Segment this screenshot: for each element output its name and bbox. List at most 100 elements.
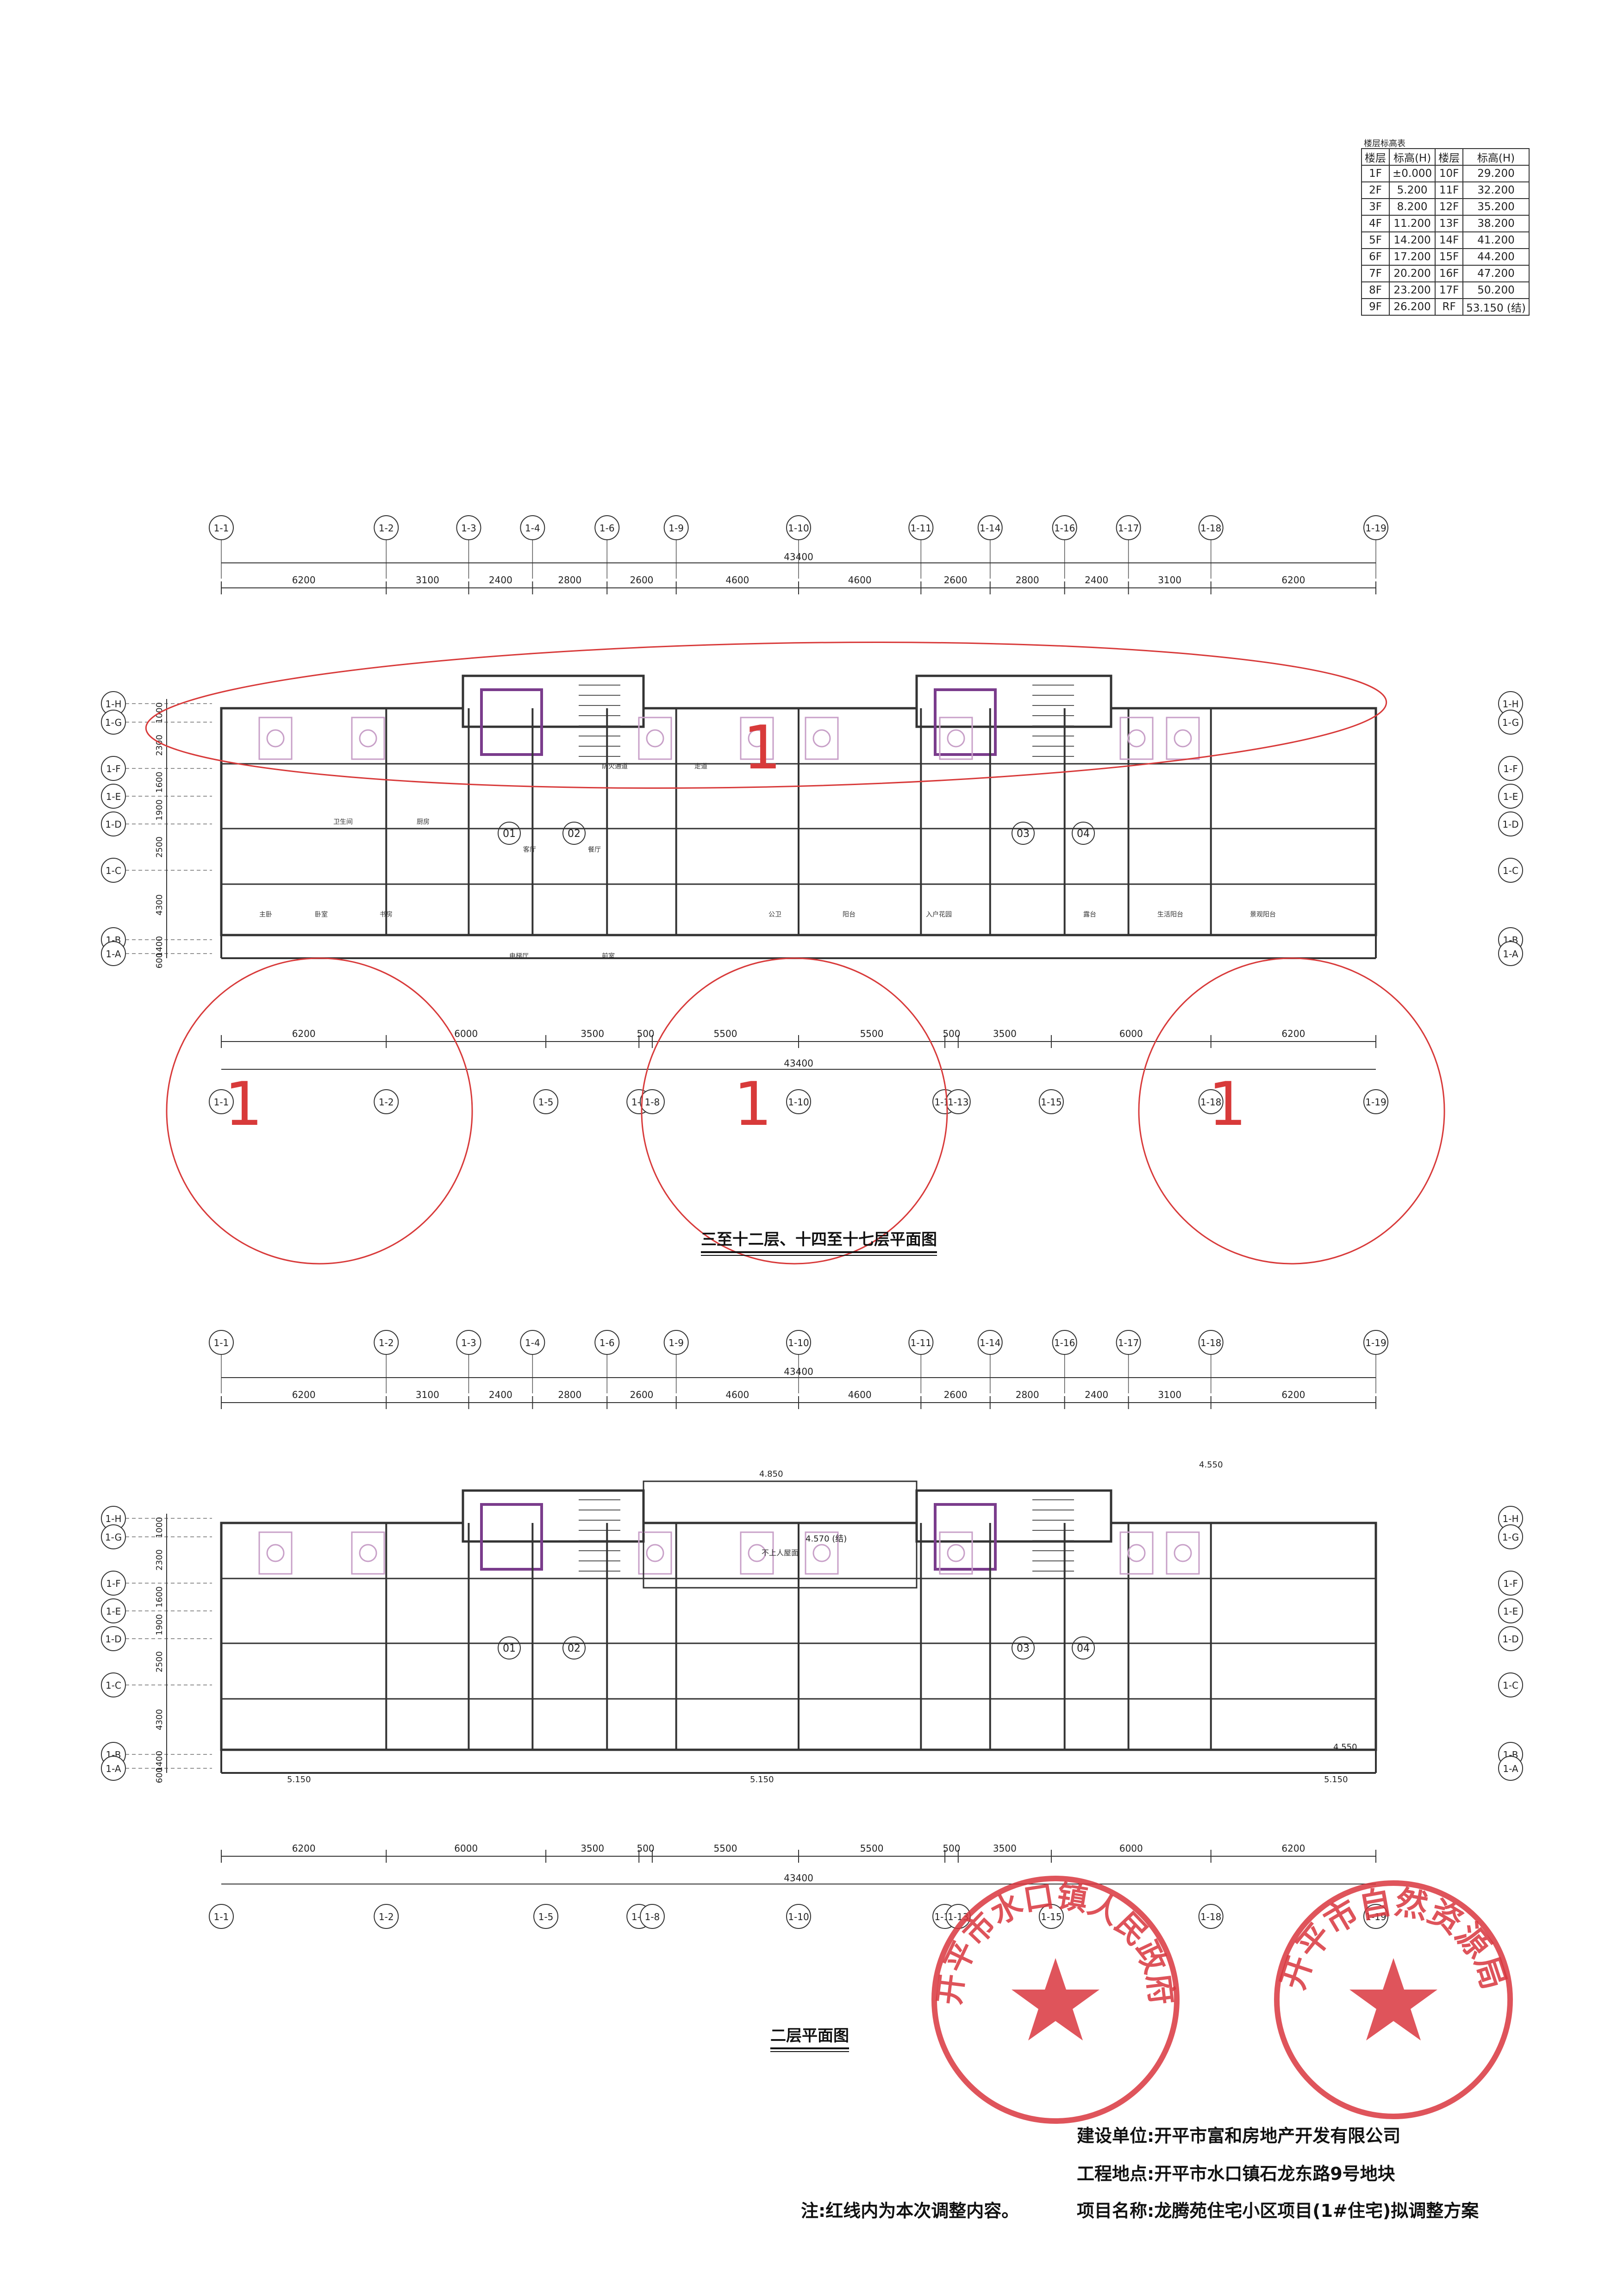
dimension-value: 5500: [860, 1028, 884, 1039]
axis-bubble: [1198, 515, 1224, 540]
table-cell: 8F: [1361, 281, 1390, 299]
room-label: 生活阳台: [1157, 911, 1183, 918]
toilet-icon: [748, 729, 766, 748]
axis-label: 1-2: [379, 523, 394, 534]
dimension-value: 4600: [848, 574, 872, 586]
table-cell: 47.200: [1462, 265, 1530, 282]
unit-label: 04: [1077, 1643, 1090, 1654]
unit-marker: [562, 1636, 586, 1660]
unit-marker: [562, 822, 586, 845]
dimension-value: 500: [943, 1028, 960, 1039]
axis-bubble: [594, 1330, 620, 1355]
bathroom-fixture: [638, 717, 672, 760]
axis-bubble: [908, 515, 934, 540]
dimension-value: 4600: [725, 574, 749, 586]
total-dimension: 43400: [784, 1872, 813, 1884]
elevator-shaft: [934, 1503, 997, 1571]
axis-bubble: [1363, 515, 1388, 540]
dimension-value: 6000: [454, 1028, 478, 1039]
dimension-value: 3500: [581, 1843, 604, 1854]
axis-label: 1-A: [106, 948, 121, 960]
axis-label: 1-14: [980, 523, 1000, 534]
room-label: 前室: [602, 952, 615, 960]
axis-bubble: [533, 1089, 559, 1114]
axis-bubble: [786, 1089, 811, 1114]
axis-label: 1-18: [1200, 1911, 1221, 1922]
side-dimension: 4300: [155, 894, 164, 916]
axis-bubble: [1363, 1904, 1388, 1929]
level-mark: 4.550: [1333, 1742, 1357, 1752]
toilet-icon: [1127, 729, 1146, 748]
axis-label: 1-19: [1365, 1911, 1386, 1922]
stair-core: [915, 674, 1112, 728]
table-cell: 44.200: [1462, 248, 1530, 266]
axis-label: 1-5: [538, 1097, 554, 1108]
table-cell: 17F: [1435, 281, 1464, 299]
bathroom-fixture: [740, 717, 774, 760]
table-cell: 13F: [1435, 215, 1464, 232]
axis-label: 1-2: [379, 1337, 394, 1348]
toilet-icon: [812, 1544, 831, 1562]
axis-label: 1-8: [645, 1911, 660, 1922]
dimension-value: 6000: [454, 1843, 478, 1854]
axis-label: 1-17: [1118, 1337, 1139, 1348]
room-label: 电梯厅: [509, 953, 529, 960]
axis-bubble: [1498, 941, 1523, 966]
level-mark: 5.150: [1324, 1775, 1348, 1784]
dimension-value: 6200: [292, 1389, 316, 1400]
room-label: 走道: [694, 763, 707, 770]
axis-label: 1-E: [106, 1606, 121, 1617]
side-dimension: 600: [155, 1767, 164, 1783]
axis-label: 1-1: [214, 1337, 229, 1348]
axis-bubble: [374, 1904, 399, 1929]
dimension-value: 4600: [725, 1389, 749, 1400]
axis-label: 1-G: [1502, 1532, 1519, 1543]
bathroom-fixture: [351, 1531, 385, 1575]
side-dimension: 1900: [155, 799, 164, 821]
dimension-value: 2400: [1085, 574, 1108, 586]
axis-label: 1-D: [105, 819, 121, 830]
axis-label: 1-F: [1503, 1578, 1518, 1589]
bathroom-fixture: [805, 717, 839, 760]
axis-bubble: [1038, 1904, 1064, 1929]
seal-natural-resources-bureau: 开平市自然资源局: [1273, 1880, 1514, 2119]
axis-label: 1-H: [1503, 699, 1519, 710]
unit-label: 01: [503, 1643, 516, 1654]
dimension-value: 2600: [944, 1389, 968, 1400]
dimension-value: 5500: [860, 1843, 884, 1854]
revision-number: 1: [225, 1069, 263, 1139]
bathroom-fixture: [1119, 717, 1154, 760]
plan-caption-typical: 三至十二层、十四至十七层平面图: [701, 1227, 937, 1256]
axis-label: 1-F: [106, 763, 120, 774]
table-cell: 15F: [1435, 248, 1464, 266]
toilet-icon: [646, 729, 664, 748]
axis-bubble: [1498, 1571, 1523, 1596]
axis-label: 1-E: [1503, 791, 1518, 802]
dimension-value: 3100: [416, 1389, 439, 1400]
developer-name: 开平市富和房地产开发有限公司: [1154, 2126, 1401, 2146]
developer-line: 建设单位:开平市富和房地产开发有限公司: [1077, 2121, 1400, 2147]
axis-label: 1-1: [214, 1097, 229, 1108]
table-cell: RF: [1435, 298, 1464, 316]
axis-label: 1-19: [1365, 523, 1386, 534]
axis-bubble: [209, 1089, 234, 1114]
table-header: 楼层: [1435, 148, 1464, 166]
dimension-value: 500: [637, 1843, 654, 1854]
axis-label: 1-18: [1200, 1337, 1221, 1348]
dimension-value: 6200: [292, 574, 316, 586]
dimension-value: 2800: [1016, 574, 1039, 586]
axis-bubble: [1498, 756, 1523, 781]
dimension-value: 2800: [558, 574, 581, 586]
side-dimension: 1400: [155, 936, 164, 957]
side-dimension: 1600: [155, 1586, 164, 1608]
dimension-value: 6200: [292, 1028, 316, 1039]
axis-bubble: [1498, 858, 1523, 883]
axis-label: 1-8: [645, 1097, 660, 1108]
toilet-icon: [1127, 1544, 1146, 1562]
table-header: 标高(H): [1462, 148, 1530, 166]
room-label: 餐厅: [588, 846, 601, 854]
bathroom-fixture: [638, 1531, 672, 1575]
